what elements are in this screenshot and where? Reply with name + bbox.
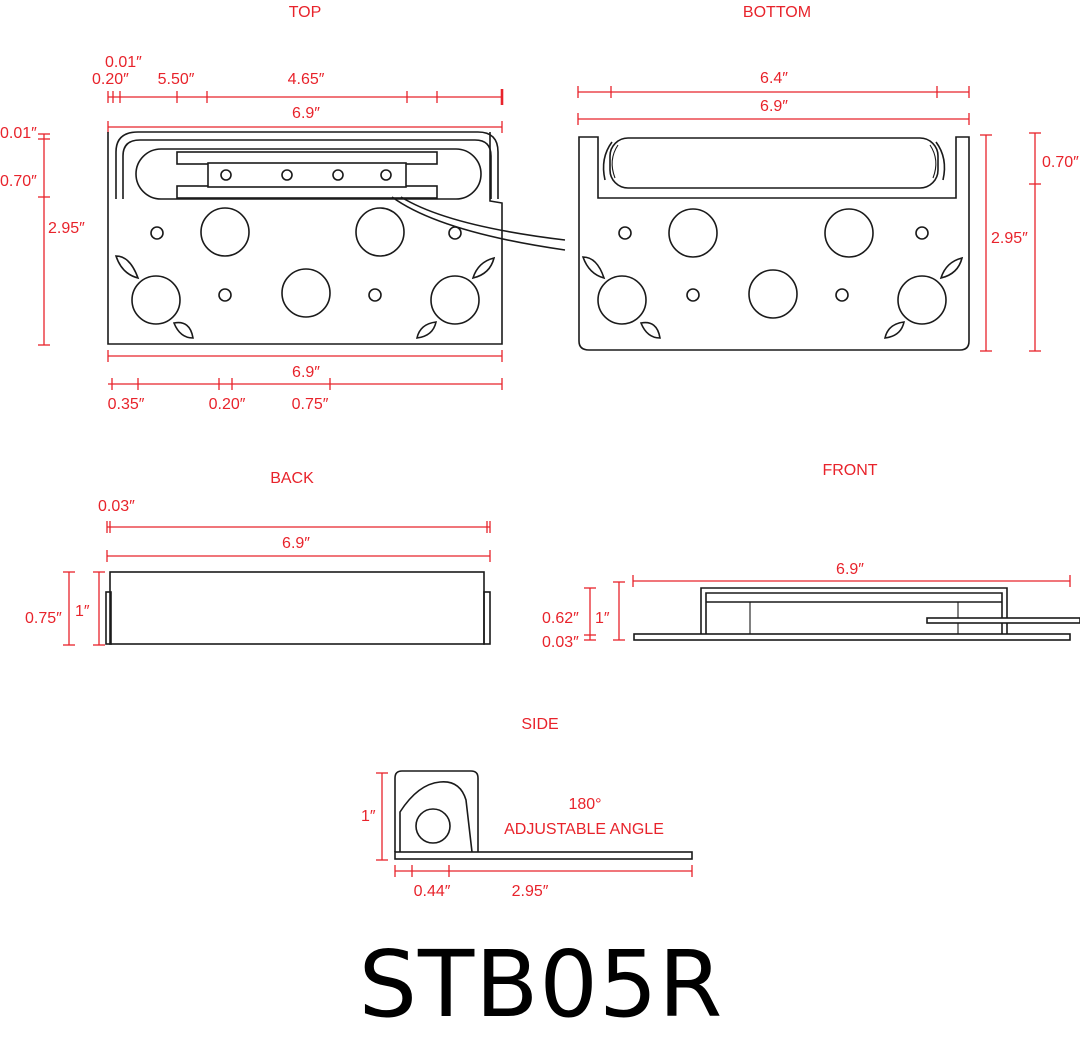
- front-dim-69: 6.9″: [836, 561, 864, 578]
- top-dim-69-lower: 6.9″: [292, 364, 320, 381]
- bottom-dim-070: 0.70″: [1042, 154, 1079, 171]
- top-dim-075: 0.75″: [292, 396, 329, 413]
- top-mount-hole: [281, 268, 331, 318]
- bottom-view: BOTTOM 6.4″ 6.9″ 2.95″ 0.70″: [577, 4, 1079, 352]
- side-lamp-circle: [415, 808, 451, 844]
- top-cable-line: [400, 196, 566, 241]
- front-cable: [926, 617, 1080, 624]
- top-mount-hole: [131, 275, 181, 325]
- bottom-leaf-slot: [939, 256, 964, 280]
- side-dim-295: 2.95″: [512, 883, 549, 900]
- front-view: FRONT 6.9″ 0.62″ 0.03″ 1″: [542, 462, 1080, 651]
- side-angle-value: 180°: [568, 796, 601, 813]
- top-led-dot: [380, 169, 392, 181]
- top-leaf-slot: [172, 321, 194, 339]
- bottom-view-title: BOTTOM: [743, 4, 811, 21]
- side-housing-outer: [394, 770, 479, 852]
- bottom-small-hole: [686, 288, 700, 302]
- top-dim-070: 0.70″: [0, 173, 37, 190]
- bottom-mount-hole: [824, 208, 874, 258]
- front-dim-003: 0.03″: [542, 634, 579, 651]
- top-led-dot: [220, 169, 232, 181]
- bottom-small-hole: [915, 226, 929, 240]
- front-view-title: FRONT: [822, 462, 877, 479]
- top-view-title: TOP: [289, 4, 322, 21]
- top-dim-020: 0.20″: [92, 71, 129, 88]
- bottom-dim-69: 6.9″: [760, 98, 788, 115]
- back-dim-075: 0.75″: [25, 610, 62, 627]
- bottom-leaf-slot: [639, 321, 661, 339]
- bottom-small-hole: [618, 226, 632, 240]
- top-lamp-housing: [135, 148, 482, 200]
- bottom-dim-295: 2.95″: [991, 230, 1028, 247]
- bottom-lamp-edge: [935, 141, 946, 181]
- front-dim-062: 0.62″: [542, 610, 579, 627]
- front-housing-inner: [705, 592, 1003, 634]
- bottom-lamp-housing: [609, 137, 939, 189]
- back-side-flange: [483, 591, 491, 645]
- front-dim-1: 1″: [595, 610, 610, 627]
- side-view: SIDE 1″ 0.44″ 2.95″ 180° ADJUSTABLE ANGL…: [361, 716, 693, 900]
- bottom-mount-hole: [597, 275, 647, 325]
- back-housing-body: [109, 571, 485, 645]
- top-mount-hole: [355, 207, 405, 257]
- top-cable-line: [391, 196, 566, 251]
- top-small-hole: [368, 288, 382, 302]
- bottom-small-hole: [835, 288, 849, 302]
- bottom-mount-hole: [668, 208, 718, 258]
- top-dim-295: 2.95″: [48, 220, 85, 237]
- front-housing-outer: [700, 587, 1008, 634]
- top-led-strip: [207, 162, 407, 188]
- top-lamp-bar-lower: [176, 185, 438, 199]
- top-leaf-slot: [114, 255, 140, 280]
- side-angle-caption: ADJUSTABLE ANGLE: [504, 821, 664, 838]
- top-dim-035: 0.35″: [108, 396, 145, 413]
- bottom-plate-outline: [578, 136, 970, 351]
- top-leaf-slot: [471, 256, 496, 280]
- top-plate-outline: [107, 132, 503, 345]
- back-dim-003: 0.03″: [98, 498, 135, 515]
- bottom-mount-hole: [748, 269, 798, 319]
- top-dim-69-upper: 6.9″: [292, 105, 320, 122]
- top-dim-001-left: 0.01″: [0, 125, 37, 142]
- side-dim-044: 0.44″: [414, 883, 451, 900]
- side-dim-1: 1″: [361, 808, 376, 825]
- bottom-lamp-edge: [611, 144, 619, 179]
- bottom-leaf-slot: [581, 256, 606, 280]
- side-base-plate: [394, 851, 693, 860]
- bottom-mount-hole: [897, 275, 947, 325]
- top-small-hole: [150, 226, 164, 240]
- top-dim-550: 5.50″: [158, 71, 195, 88]
- model-number: STB05R: [359, 931, 724, 1038]
- top-dim-020-bottom: 0.20″: [209, 396, 246, 413]
- top-lamp-bar-upper: [176, 151, 438, 165]
- top-mount-hole: [430, 275, 480, 325]
- top-view: TOP 0.01″ 0.20″ 5.50″ 4.65″ 6.9″ 0.01″ 0…: [0, 4, 566, 413]
- side-view-title: SIDE: [521, 716, 558, 733]
- top-led-dot: [281, 169, 293, 181]
- top-dim-465: 4.65″: [288, 71, 325, 88]
- side-housing-inner: [399, 781, 473, 853]
- top-small-hole: [448, 226, 462, 240]
- top-bracket-inner: [122, 139, 492, 199]
- back-dim-1: 1″: [75, 603, 90, 620]
- top-mount-hole: [200, 207, 250, 257]
- top-bracket-outer: [115, 131, 499, 199]
- top-leaf-slot: [415, 321, 438, 339]
- top-led-dot: [332, 169, 344, 181]
- back-dim-69: 6.9″: [282, 535, 310, 552]
- bottom-lamp-edge: [602, 141, 613, 181]
- back-view: BACK 0.03″ 6.9″ 0.75″ 1″: [25, 470, 491, 646]
- back-side-flange: [105, 591, 112, 645]
- bottom-lamp-edge: [929, 144, 937, 179]
- top-small-hole: [218, 288, 232, 302]
- bottom-leaf-slot: [883, 321, 906, 339]
- back-view-title: BACK: [270, 470, 314, 487]
- front-base-plate: [633, 633, 1071, 641]
- top-dim-001: 0.01″: [105, 54, 142, 71]
- bottom-dim-64: 6.4″: [760, 70, 788, 87]
